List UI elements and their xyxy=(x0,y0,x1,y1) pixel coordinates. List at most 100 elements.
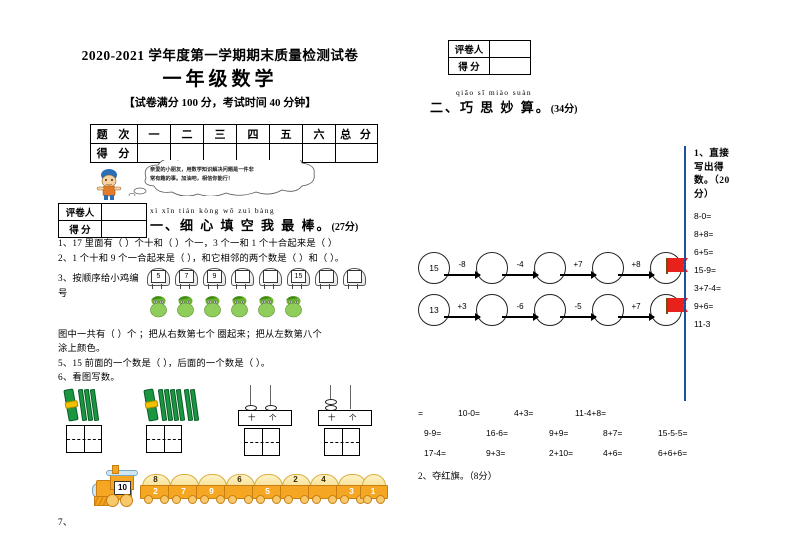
chain-node[interactable] xyxy=(534,294,566,326)
chick-egg[interactable] xyxy=(230,268,254,289)
chick-egg[interactable]: 9 xyxy=(202,268,226,289)
chain-node[interactable] xyxy=(476,294,508,326)
chick-egg[interactable]: 5 xyxy=(146,268,170,289)
car-bottom-number: 9 xyxy=(209,486,214,496)
arith-cell[interactable]: 15-5-5= xyxy=(658,428,688,438)
question-5: 5、15 前面的一个数是（ ），后面的一个数是（ ）。 xyxy=(58,359,271,369)
grader-value[interactable] xyxy=(489,40,531,58)
grader-box-right: 评卷人 得 分 xyxy=(448,40,531,75)
chick-egg[interactable] xyxy=(314,268,338,289)
answer-box[interactable] xyxy=(146,425,182,453)
score-table-row-label: 题 次 xyxy=(90,124,138,144)
car-top-number: 6 xyxy=(237,475,242,484)
arith-item[interactable]: 15-9= xyxy=(694,265,716,275)
abacus-label-tens: 十 xyxy=(328,413,336,422)
grader-score-value[interactable] xyxy=(101,220,147,238)
speech-bubble: 亲爱的小朋友，用数学知识解决问题是一件非 常有趣的事。加油吧，相信你能行！ xyxy=(128,149,376,197)
arith-cell[interactable]: 4+6= xyxy=(603,448,623,458)
arith-item[interactable]: 11-3 xyxy=(694,319,711,329)
arith-item[interactable]: 3+7-4= xyxy=(694,283,721,293)
chain-node[interactable] xyxy=(476,252,508,284)
grader-score-value[interactable] xyxy=(489,57,531,75)
arith-item[interactable]: 9+6= xyxy=(694,301,714,311)
answer-box[interactable] xyxy=(324,428,360,456)
answer-box[interactable] xyxy=(244,428,280,456)
arith-cell[interactable]: 9+9= xyxy=(549,428,569,438)
chain-node[interactable] xyxy=(592,252,624,284)
score-table-score-label: 得 分 xyxy=(90,143,138,163)
grader-box-left: 评卷人 得 分 xyxy=(58,203,147,238)
score-table-col-5: 五 xyxy=(269,124,303,144)
train-car[interactable]: 7 xyxy=(168,474,201,504)
question-3: 3、按顺序给小鸡编号 xyxy=(58,274,139,299)
page-subtitle: 一年级数学 xyxy=(162,69,278,90)
train-car[interactable]: 6 xyxy=(224,474,257,504)
chain-node[interactable] xyxy=(592,294,624,326)
figure-row: 十 个 十 个 xyxy=(58,385,398,456)
table-row: 评卷人 xyxy=(58,203,147,221)
page-title: 2020-2021 学年度第一学期期末质量检测试卷 xyxy=(81,48,359,63)
arith-cell[interactable]: 4+3= xyxy=(514,408,534,418)
arith-cell[interactable]: 17-4= xyxy=(424,448,446,458)
score-table-col-3: 三 xyxy=(203,124,237,144)
arith-item[interactable]: 6+5= xyxy=(694,247,714,257)
score-table-total-label: 总 分 xyxy=(335,124,378,144)
arith-cell[interactable]: 6+6+6= xyxy=(658,448,688,458)
bubble-line-1: 亲爱的小朋友，用数学知识解决问题是一件非 xyxy=(150,167,254,173)
train-car[interactable]: 4 xyxy=(308,474,341,504)
arith-cell[interactable]: 16-6= xyxy=(486,428,508,438)
train-car[interactable]: 1 xyxy=(360,474,388,504)
score-cell-total[interactable] xyxy=(335,143,378,163)
chick-number: 5 xyxy=(151,270,166,283)
frog-icon xyxy=(285,296,302,318)
question-4: 图中一共有（ ）个 ；把从右数第七个 圈起来；把从左数第八个 涂上颜色。 xyxy=(58,328,398,356)
abacus-label-ones: 个 xyxy=(349,413,357,422)
red-flag-icon xyxy=(666,258,688,274)
chick-egg[interactable]: 7 xyxy=(174,268,198,289)
grader-score-label: 得 分 xyxy=(448,57,490,75)
arith-cell[interactable]: 8+7= xyxy=(603,428,623,438)
car-bottom-number: 1 xyxy=(370,486,376,496)
score-table: 题 次 一 二 三 四 五 六 总 分 得 分 xyxy=(90,124,378,163)
table-row: 得 分 xyxy=(448,57,531,75)
section-1-title: 一、细 心 填 空 我 最 棒。 xyxy=(150,218,332,233)
car-top-number: 8 xyxy=(153,475,158,484)
chain-operator: -5 xyxy=(574,302,582,311)
chain-diagrams: 15 -8 -4 +7 +8 13 +3 -6 -5 xyxy=(418,252,683,326)
train-car[interactable]: 2 xyxy=(280,474,313,504)
chick-number xyxy=(263,270,278,283)
chick-egg[interactable]: 15 xyxy=(286,268,310,289)
stick-figure-1 xyxy=(63,385,124,453)
chain-node[interactable] xyxy=(534,252,566,284)
table-row: 得 分 xyxy=(58,220,147,238)
arith-item[interactable]: 8-0= xyxy=(694,211,712,221)
train-car[interactable]: 5 xyxy=(252,474,285,504)
grader-label: 评卷人 xyxy=(58,203,102,221)
chain-node[interactable]: 13 xyxy=(418,294,450,326)
arith-cell[interactable]: 9-9= xyxy=(424,428,442,438)
arith-cell[interactable]: = xyxy=(418,408,423,418)
question-2: 2、1 个十和 9 个一合起来是（ ），和它相邻的两个数是（ ）和（ ）。 xyxy=(58,254,345,264)
arith-item[interactable]: 8+8= xyxy=(694,229,714,239)
red-flag-icon xyxy=(666,298,688,314)
chick-egg[interactable] xyxy=(342,268,366,289)
grader-label: 评卷人 xyxy=(448,40,490,58)
arith-cell[interactable]: 9+3= xyxy=(486,448,506,458)
abacus-figure-1: 十 个 xyxy=(238,385,298,456)
train-car[interactable]: 9 xyxy=(196,474,229,504)
arith-cell[interactable]: 10-0= xyxy=(458,408,480,418)
table-row: 评卷人 xyxy=(448,40,531,58)
sub-section-1-heading: 1、直接写出得数。（20分） xyxy=(694,149,730,200)
frog-icon xyxy=(177,296,194,318)
chain-operator: -8 xyxy=(458,260,466,269)
chain-node[interactable]: 15 xyxy=(418,252,450,284)
car-bottom-number: 3 xyxy=(349,486,354,496)
grader-value[interactable] xyxy=(101,203,147,221)
chick-egg[interactable] xyxy=(258,268,282,289)
arith-cell[interactable]: 2+10= xyxy=(549,448,574,458)
grader-score-label: 得 分 xyxy=(58,220,102,238)
answer-box[interactable] xyxy=(66,425,102,453)
arith-cell[interactable]: 11-4+8= xyxy=(575,408,607,418)
section-2-points: (34分) xyxy=(550,104,578,115)
